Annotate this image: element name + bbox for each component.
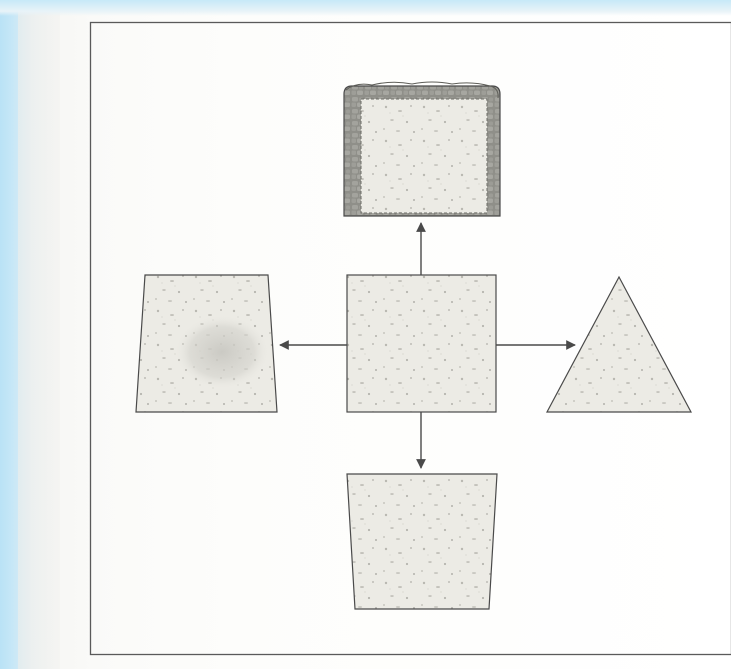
right-triangle-shape	[546, 275, 692, 413]
figure-frame	[89, 21, 731, 656]
center-square-shape	[346, 274, 497, 413]
scan-edge-top	[0, 0, 731, 16]
bottom-trapezoid-shape	[346, 473, 498, 610]
walled-square-shape	[343, 81, 501, 217]
left-trapezoid-shape	[135, 274, 278, 413]
